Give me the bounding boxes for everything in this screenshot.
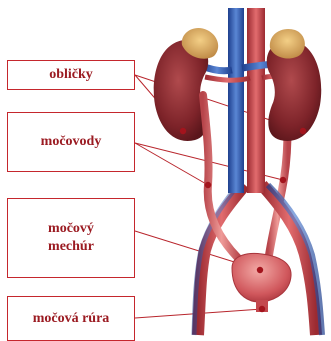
label-bladder-line1: močový xyxy=(48,220,94,238)
bladder xyxy=(232,253,291,302)
label-urethra: močová rúra xyxy=(7,296,135,341)
marker-kidney-right xyxy=(300,128,306,134)
label-kidneys: obličky xyxy=(7,60,135,90)
marker-bladder xyxy=(257,267,263,273)
label-ureters: močovody xyxy=(7,112,135,172)
aorta xyxy=(247,8,265,193)
vena-cava xyxy=(228,8,244,193)
left-renal-artery xyxy=(205,77,250,80)
marker-kidney-left xyxy=(180,128,186,134)
leader-ureters-left xyxy=(135,143,208,185)
marker-ureter-left xyxy=(205,182,211,188)
right-adrenal-gland xyxy=(270,29,305,59)
label-bladder-line2: mechúr xyxy=(48,238,94,256)
marker-urethra xyxy=(259,306,265,312)
label-bladder: močový mechúr xyxy=(7,198,135,278)
marker-ureter-right xyxy=(280,177,286,183)
label-kidneys-text: obličky xyxy=(49,66,93,84)
label-urethra-text: močová rúra xyxy=(33,310,110,328)
label-ureters-text: močovody xyxy=(41,133,102,151)
